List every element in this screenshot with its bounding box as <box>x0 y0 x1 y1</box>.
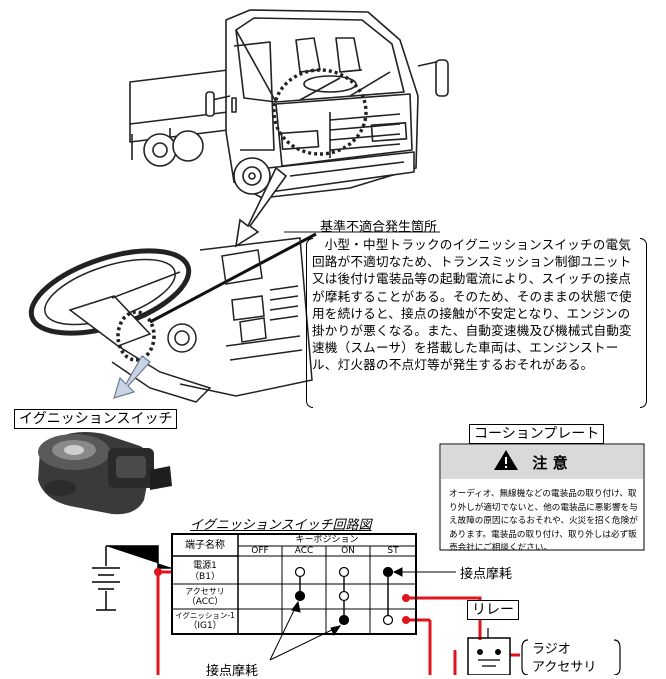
row-b1-line1: 電源1 <box>193 561 217 571</box>
relay-symbol <box>467 628 511 675</box>
ignition-switch-photo <box>38 432 172 515</box>
circuit-diagram-title: イグニッションスイッチ回路図 <box>190 518 372 533</box>
position-acc: ACC <box>294 546 314 556</box>
zoom-arrow <box>234 166 288 248</box>
contact-wear-label-bottom: 接点摩耗 <box>206 664 259 679</box>
header-key-position: キーポジション <box>295 535 359 545</box>
defect-description: 小型・中型トラックのイグニッションスイッチの電気回路が不適切なため、トランスミッ… <box>312 237 632 373</box>
header-terminal-name: 端子名称 <box>185 540 225 551</box>
contact-wear-pointers <box>269 567 456 661</box>
caution-title: 注 意 <box>532 454 568 472</box>
description-bracket <box>640 238 647 408</box>
row-acc-line1: アクセサリ <box>185 587 225 596</box>
ignition-switch-label: イグニッションスイッチ <box>14 409 178 429</box>
position-st: ST <box>387 546 399 556</box>
caution-body: オーディオ、無線機などの電装品の取り付け、取り外しが適切でないと、他の電装品に悪… <box>449 489 638 554</box>
load-radio-label: ラジオ <box>532 642 571 657</box>
position-on: ON <box>341 546 355 556</box>
relay-label: リレー <box>467 600 519 620</box>
circuit-table <box>171 533 417 635</box>
switch-arrow <box>113 355 151 399</box>
row-acc-line2: （ACC） <box>186 597 224 607</box>
row-b1-line2: （B1） <box>190 572 220 582</box>
truck-drawing <box>129 9 449 199</box>
position-off: OFF <box>251 546 269 556</box>
caution-plate-label: コーションプレート <box>469 424 605 444</box>
row-ig1-line2: （IG1） <box>188 621 222 631</box>
description-bracket-left <box>306 238 313 408</box>
leader-line <box>149 232 317 324</box>
defect-location-label: 基準不適合発生箇所 <box>320 220 438 235</box>
switch-contacts <box>294 566 394 626</box>
battery-symbol <box>92 545 172 611</box>
row-ig1-line1: イグニッション-1 <box>175 611 235 620</box>
dashboard-drawing <box>28 237 313 403</box>
contact-wear-label-right: 接点摩耗 <box>460 567 513 582</box>
load-bracket-right <box>613 639 621 675</box>
load-bracket <box>521 639 529 675</box>
load-accessory-label: アクセサリ <box>532 660 597 675</box>
caution-plate <box>439 443 645 551</box>
